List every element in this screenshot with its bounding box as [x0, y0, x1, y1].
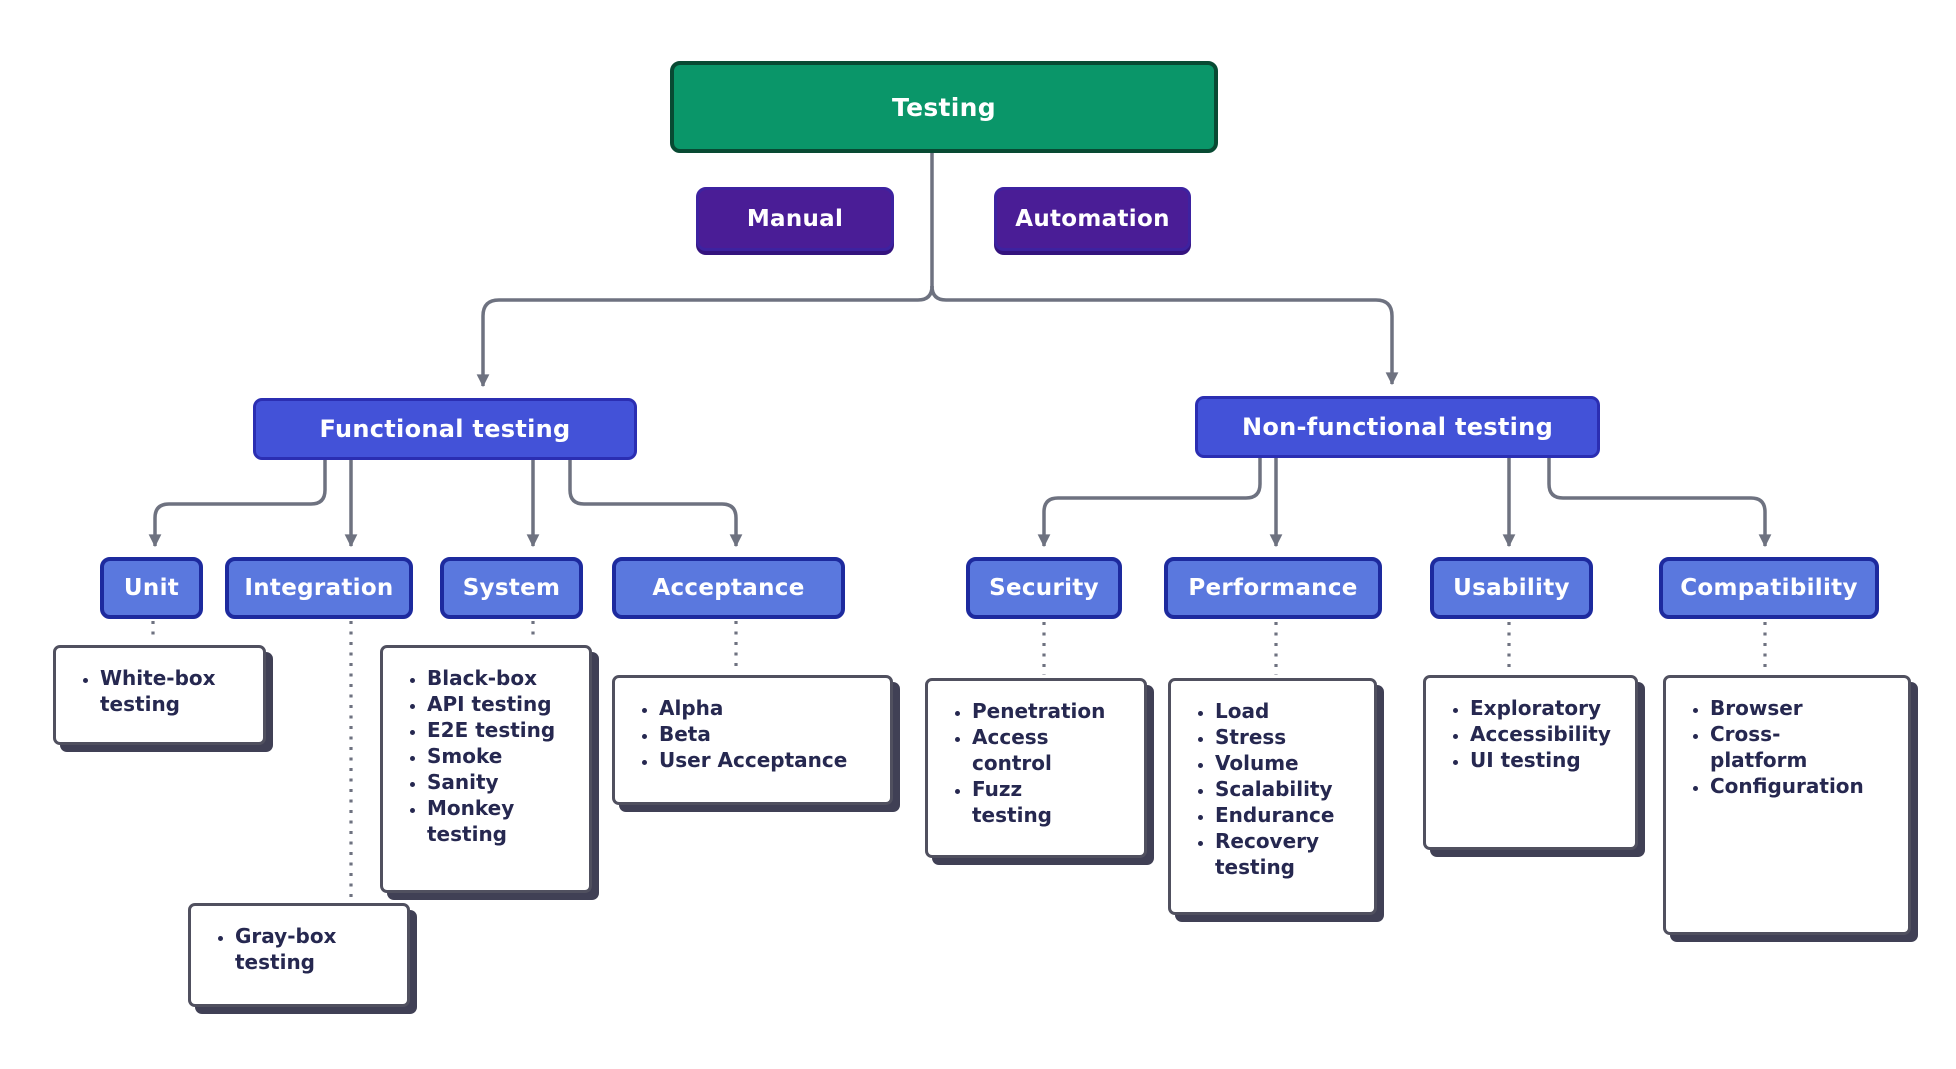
node-acceptance: Acceptance [612, 557, 845, 619]
list-item: Exploratory [1470, 695, 1623, 721]
node-usability-label: Usability [1453, 575, 1570, 601]
list-item: Black-box [427, 665, 577, 691]
list-item: E2E testing [427, 717, 577, 743]
node-non-functional-testing-label: Non-functional testing [1241, 413, 1554, 441]
node-testing-label: Testing [892, 92, 996, 122]
performance-list: LoadStressVolumeScalabilityEnduranceReco… [1168, 678, 1377, 915]
list-item: Scalability [1215, 776, 1362, 802]
node-performance-label: Performance [1188, 575, 1358, 601]
list-item: Accessibility [1470, 721, 1623, 747]
security-list-items: PenetrationAccess controlFuzz testing [928, 681, 1144, 840]
node-integration: Integration [225, 557, 413, 619]
node-functional-testing: Functional testing [253, 398, 637, 460]
system-list-items: Black-boxAPI testingE2E testingSmokeSani… [383, 648, 589, 859]
node-compatibility-label: Compatibility [1680, 575, 1858, 601]
list-item: Recovery testing [1215, 828, 1362, 880]
connector-functional-to-acceptance [568, 460, 743, 548]
node-integration-label: Integration [244, 575, 394, 601]
list-item: Volume [1215, 750, 1362, 776]
node-usability: Usability [1430, 557, 1593, 619]
list-item: Access control [972, 724, 1132, 776]
node-performance: Performance [1164, 557, 1382, 619]
node-unit: Unit [100, 557, 203, 619]
node-testing: Testing [670, 61, 1218, 153]
node-security-label: Security [989, 575, 1099, 601]
node-non-functional-testing: Non-functional testing [1195, 396, 1600, 458]
usability-list-items: ExploratoryAccessibilityUI testing [1426, 678, 1635, 785]
unit-list-items: White-box testing [56, 648, 263, 729]
list-item: Gray-box testing [235, 923, 395, 975]
list-item: Fuzz testing [972, 776, 1132, 828]
usability-list: ExploratoryAccessibilityUI testing [1423, 675, 1638, 850]
list-item: Sanity [427, 769, 577, 795]
list-item: Penetration [972, 698, 1132, 724]
list-item: Load [1215, 698, 1362, 724]
node-automation: Automation [994, 187, 1191, 251]
list-item: Beta [659, 721, 878, 747]
connector-root-to-nonfunctional [930, 285, 1399, 386]
node-acceptance-label: Acceptance [652, 575, 805, 601]
list-item: Endurance [1215, 802, 1362, 828]
performance-list-items: LoadStressVolumeScalabilityEnduranceReco… [1171, 681, 1374, 892]
node-unit-label: Unit [123, 575, 180, 601]
node-security: Security [966, 557, 1122, 619]
node-manual: Manual [696, 187, 894, 251]
list-item: User Acceptance [659, 747, 878, 773]
list-item: Stress [1215, 724, 1362, 750]
list-item: Alpha [659, 695, 878, 721]
connector-root-to-functional [476, 285, 934, 388]
node-automation-label: Automation [1015, 206, 1170, 232]
node-system-label: System [462, 575, 561, 601]
connector-functional-to-unit [148, 460, 327, 548]
compatibility-list-items: BrowserCross- platformConfiguration [1666, 678, 1908, 811]
node-functional-testing-label: Functional testing [319, 415, 571, 443]
list-item: Cross- platform [1710, 721, 1896, 773]
system-list: Black-boxAPI testingE2E testingSmokeSani… [380, 645, 592, 893]
list-item: Browser [1710, 695, 1896, 721]
security-list: PenetrationAccess controlFuzz testing [925, 678, 1147, 858]
connector-nonfunctional-to-compatibility [1547, 458, 1772, 548]
integration-list-items: Gray-box testing [191, 906, 407, 987]
connector-nonfunctional-to-security [1037, 458, 1262, 548]
integration-list: Gray-box testing [188, 903, 410, 1007]
node-system: System [440, 557, 583, 619]
unit-list: White-box testing [53, 645, 266, 745]
acceptance-list-items: AlphaBetaUser Acceptance [615, 678, 890, 785]
list-item: Monkey testing [427, 795, 577, 847]
acceptance-list: AlphaBetaUser Acceptance [612, 675, 893, 805]
compatibility-list: BrowserCross- platformConfiguration [1663, 675, 1911, 935]
list-item: Smoke [427, 743, 577, 769]
node-compatibility: Compatibility [1659, 557, 1879, 619]
list-item: Configuration [1710, 773, 1896, 799]
list-item: White-box testing [100, 665, 251, 717]
list-item: API testing [427, 691, 577, 717]
list-item: UI testing [1470, 747, 1623, 773]
node-manual-label: Manual [746, 206, 844, 232]
